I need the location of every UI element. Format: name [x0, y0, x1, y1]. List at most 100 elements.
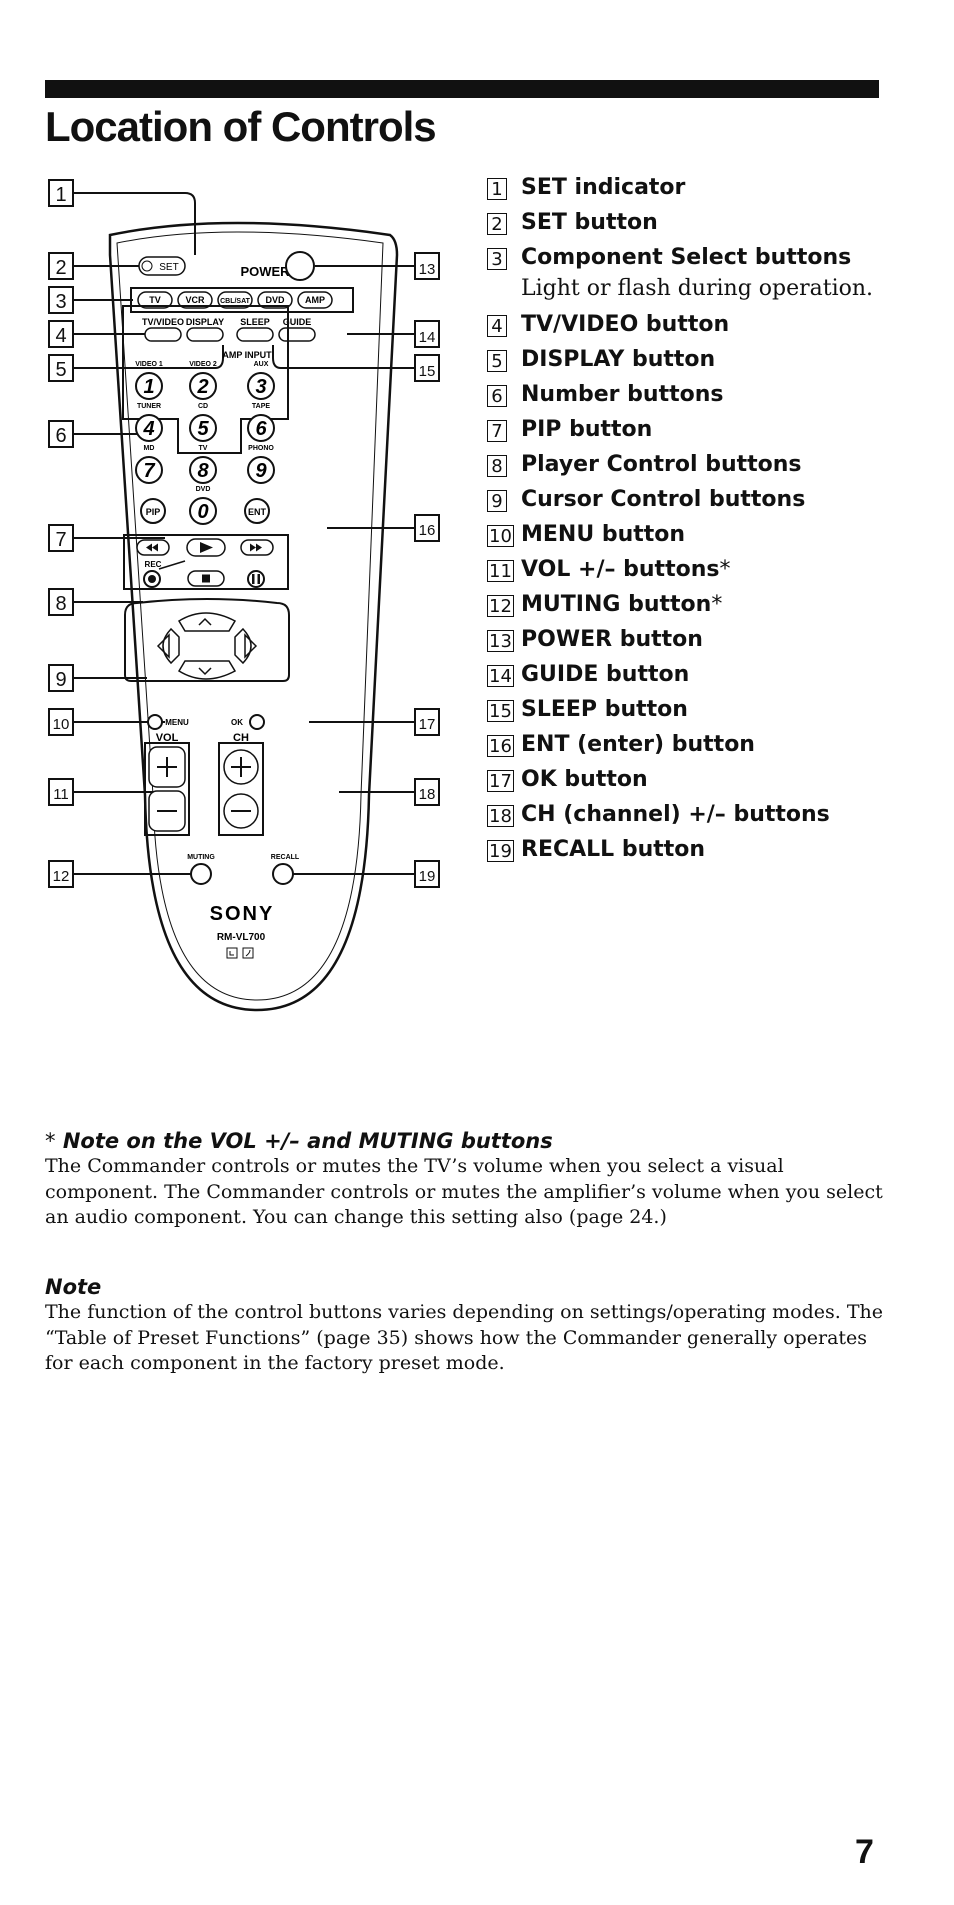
vol-muting-note: * Note on the VOL +/– and MUTING buttons…	[45, 1128, 885, 1231]
stop-button[interactable]	[187, 570, 225, 587]
number-button-4[interactable]: 4	[135, 414, 163, 442]
number-button-7[interactable]: 7	[135, 456, 163, 484]
component-select-frame	[130, 287, 354, 313]
component-buttons: TV VCR CBL/SAT DVD AMP	[137, 291, 333, 309]
amp-input-label: AMP INPUT	[222, 350, 272, 360]
ent-button[interactable]: ENT	[244, 498, 270, 524]
component-button-amp[interactable]: AMP	[297, 291, 333, 309]
number-button-1[interactable]: 1	[135, 372, 163, 400]
number-button-6[interactable]: 6	[247, 414, 275, 442]
muting-label: MUTING	[187, 854, 215, 861]
svg-text:SLEEP: SLEEP	[240, 317, 270, 327]
vol-plus-button[interactable]	[148, 746, 186, 788]
recall-button[interactable]	[272, 863, 294, 885]
vol-minus-button[interactable]	[148, 790, 186, 832]
rewind-button[interactable]	[136, 539, 170, 556]
svg-text:CD: CD	[198, 403, 208, 410]
svg-text:6: 6	[55, 425, 66, 447]
svg-text:15: 15	[419, 363, 436, 380]
ch-minus-button[interactable]	[223, 793, 259, 829]
svg-text:17: 17	[419, 716, 436, 733]
power-button[interactable]	[285, 251, 315, 281]
svg-text:ENT: ENT	[248, 507, 267, 517]
number-button-3[interactable]: 3	[247, 372, 275, 400]
number-button-2[interactable]: 2	[189, 372, 217, 400]
menu-button[interactable]	[147, 714, 163, 730]
component-button-tv[interactable]: TV	[137, 291, 173, 309]
cursor-left-button[interactable]	[156, 627, 180, 665]
svg-text:SET: SET	[159, 262, 178, 273]
note-body: The Commander controls or mutes the TV’s…	[45, 1155, 883, 1228]
fast-forward-button[interactable]	[240, 539, 274, 556]
svg-text:GUIDE: GUIDE	[283, 317, 312, 327]
ok-label: OK	[231, 718, 243, 727]
note-heading: * Note on the VOL +/– and MUTING buttons	[45, 1129, 553, 1153]
svg-text:VIDEO 1: VIDEO 1	[135, 361, 163, 368]
svg-text:12: 12	[53, 868, 70, 885]
component-button-cbl-sat[interactable]: CBL/SAT	[217, 291, 253, 309]
svg-text:6: 6	[255, 418, 267, 440]
guide-button[interactable]	[278, 327, 316, 342]
svg-text:11: 11	[53, 786, 69, 803]
svg-text:18: 18	[419, 786, 436, 803]
muting-button[interactable]	[190, 863, 212, 885]
svg-text:TAPE: TAPE	[252, 403, 270, 410]
sony-logo: SONY	[210, 903, 275, 925]
pip-button[interactable]: PIP	[140, 498, 166, 524]
cursor-right-button[interactable]	[234, 627, 258, 665]
pause-button[interactable]	[247, 570, 265, 588]
number-button-0[interactable]: 0	[189, 497, 217, 525]
function-labels: TV/VIDEO DISPLAY SLEEP GUIDE	[142, 317, 311, 327]
component-button-dvd[interactable]: DVD	[257, 291, 293, 309]
component-button-vcr[interactable]: VCR	[177, 291, 213, 309]
number-button-8[interactable]: 8	[189, 456, 217, 484]
ch-frame	[218, 742, 264, 836]
svg-text:7: 7	[55, 529, 66, 551]
svg-text:TV: TV	[149, 295, 161, 305]
page-title: Location of Controls	[45, 103, 437, 150]
number-button-5[interactable]: 5	[189, 414, 217, 442]
svg-text:VCR: VCR	[185, 295, 205, 305]
sleep-button[interactable]	[236, 327, 274, 342]
svg-text:CBL/SAT: CBL/SAT	[220, 298, 251, 305]
ok-button[interactable]	[249, 714, 265, 730]
ch-plus-button[interactable]	[223, 749, 259, 785]
svg-text:PIP: PIP	[146, 507, 161, 517]
set-button[interactable]: SET	[138, 256, 186, 276]
rec-button[interactable]	[143, 570, 161, 588]
svg-text:14: 14	[419, 329, 436, 346]
cursor-up-button[interactable]	[177, 612, 237, 632]
note-heading: Note	[45, 1275, 102, 1299]
display-button[interactable]	[186, 327, 224, 342]
svg-text:DVD: DVD	[265, 295, 285, 305]
svg-text:4: 4	[142, 418, 154, 440]
vol-label: VOL	[156, 732, 179, 744]
play-button[interactable]	[186, 538, 226, 557]
number-button-9[interactable]: 9	[247, 456, 275, 484]
callout-subtext: Light or flash during operation.	[521, 276, 874, 301]
recall-label: RECALL	[271, 854, 300, 861]
ch-label: CH	[233, 732, 249, 744]
svg-text:16: 16	[419, 522, 436, 539]
svg-text:AMP: AMP	[305, 295, 325, 305]
svg-text:1: 1	[55, 184, 66, 206]
svg-text:AUX: AUX	[254, 361, 269, 368]
svg-text:10: 10	[53, 716, 70, 733]
tv-video-button[interactable]	[144, 327, 182, 342]
menu-label: MENU	[165, 718, 189, 727]
cursor-down-button[interactable]	[177, 660, 237, 680]
svg-text:TUNER: TUNER	[137, 403, 161, 410]
